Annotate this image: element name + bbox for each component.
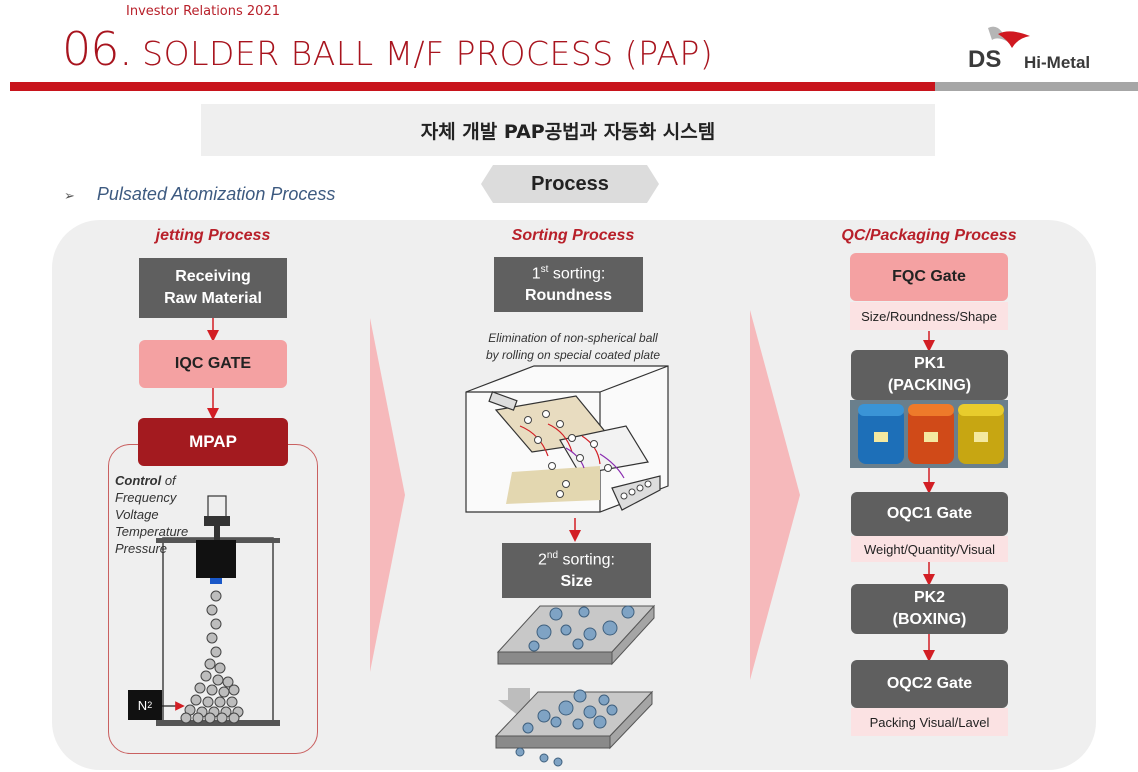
section-number: 06. [62, 22, 133, 76]
droplet [204, 658, 216, 670]
droplet [226, 696, 238, 708]
droplet [200, 670, 212, 682]
title-underline-red [10, 82, 935, 91]
pk1-packing-box: PK1(PACKING) [851, 350, 1008, 400]
oqc2-gate-box: OQC2 Gate [851, 660, 1008, 708]
chevron-arrow-right [750, 310, 800, 680]
control-label: Control [115, 473, 162, 488]
logo-swoosh-icon [988, 26, 1030, 48]
receiving-line-2: Raw Material [164, 290, 262, 307]
droplet [214, 662, 226, 674]
droplet [210, 646, 222, 658]
control-voltage: Voltage [115, 507, 159, 522]
droplet [214, 696, 226, 708]
sorting-process-title: Sorting Process [511, 227, 635, 244]
mpap-box: MPAP [138, 418, 288, 466]
droplet [206, 684, 218, 696]
droplet [206, 604, 218, 616]
packing-jars-photo [850, 400, 1008, 468]
pk2-boxing-box: PK2(BOXING) [851, 584, 1008, 634]
iqc-gate-box: IQC GATE [139, 340, 287, 388]
oqc1-gate-box: OQC1 Gate [851, 492, 1008, 536]
logo-hi-metal-text: Hi-Metal [1024, 53, 1091, 72]
droplet [228, 712, 240, 724]
bullet-arrow-icon: ➢ [64, 188, 75, 203]
control-of: of [161, 473, 176, 488]
chevron-arrow-left [370, 318, 405, 672]
jetting-process-title: jetting Process [155, 227, 271, 244]
qc-packaging-process-title: QC/Packaging Process [841, 227, 1017, 244]
bullet-pulsated-atomization: ➢ Pulsated Atomization Process [64, 184, 335, 205]
receiving-line-1: Receiving [175, 268, 251, 286]
process-tag: Process [481, 165, 659, 203]
size-sorting-balls [515, 605, 635, 767]
company-logo: DS Hi-Metal [968, 24, 1118, 76]
size-sorting-trays [494, 604, 656, 750]
page-title: 06.SOLDER BALL M/F PROCESS (PAP) [62, 22, 713, 76]
control-frequency: Frequency [115, 490, 177, 505]
control-pressure: Pressure [115, 541, 168, 556]
bullet-text: Pulsated Atomization Process [96, 184, 336, 204]
oqc2-criteria-label: Packing Visual/Lavel [851, 708, 1008, 736]
control-parameters: Control of Frequency Voltage Temperature… [115, 472, 188, 557]
control-temperature: Temperature [115, 524, 189, 539]
droplet [222, 676, 234, 688]
droplet [202, 696, 214, 708]
droplet [180, 712, 192, 724]
second-sorting-box: 2nd sorting: Size [502, 543, 651, 598]
title-text: SOLDER BALL M/F PROCESS (PAP) [142, 34, 714, 73]
droplet [204, 712, 216, 724]
elimination-description: Elimination of non-spherical ball by rol… [485, 331, 661, 362]
size-label: Size [560, 572, 593, 590]
atomizer-illustration [156, 495, 280, 726]
droplet [192, 712, 204, 724]
subtitle-banner: 자체 개발 PAP공법과 자동화 시스템 [201, 104, 935, 156]
fqc-criteria-label: Size/Roundness/Shape [850, 302, 1008, 330]
first-sorting-box: 1st sorting: Roundness [494, 257, 643, 312]
droplet [210, 590, 222, 602]
droplet [228, 684, 240, 696]
process-tag-label: Process [531, 172, 609, 195]
sorting-machine-illustration [465, 365, 669, 513]
sorting-balls [524, 410, 652, 500]
fqc-gate-box: FQC Gate [850, 253, 1008, 301]
droplet [216, 712, 228, 724]
droplet [190, 694, 202, 706]
process-tag-shape [481, 165, 659, 203]
droplet [206, 632, 218, 644]
logo-ds-text: DS [968, 46, 1002, 73]
title-underline-grey [935, 82, 1138, 91]
droplet [194, 682, 206, 694]
investor-relations-label: Investor Relations 2021 [126, 4, 280, 19]
oqc1-criteria-label: Weight/Quantity/Visual [851, 536, 1008, 562]
droplet [210, 618, 222, 630]
roundness-label: Roundness [524, 286, 613, 304]
